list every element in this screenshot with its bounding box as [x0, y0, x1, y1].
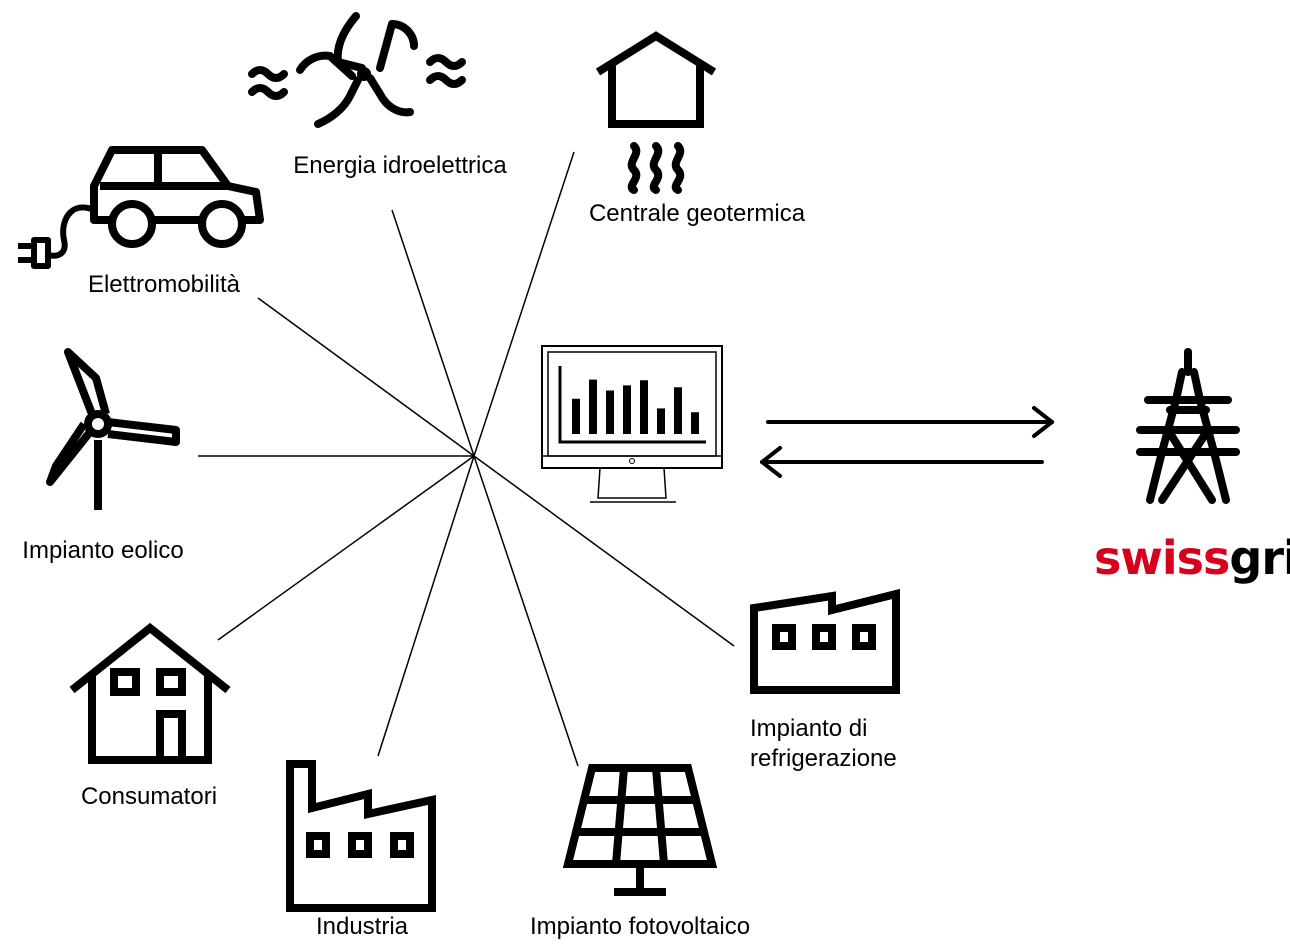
- label-wind: Impianto eolico: [22, 537, 184, 564]
- house-icon: [69, 622, 231, 764]
- monitor-bar: [606, 390, 614, 434]
- monitor-chart-icon: [541, 345, 723, 503]
- connector-solar: [473, 455, 579, 767]
- hydro-turbine-icon: [248, 12, 466, 128]
- label-consumers: Consumatori: [80, 783, 218, 810]
- monitor-bar: [640, 380, 648, 434]
- transmission-tower-icon: [1136, 348, 1240, 504]
- swissgrid-logo: swissgrid: [1094, 528, 1290, 588]
- monitor-bar: [657, 408, 665, 434]
- logo-part-swiss: swiss: [1094, 531, 1230, 585]
- cooling-plant-icon: [750, 588, 900, 694]
- label-hydro: Energia idroelettrica: [293, 152, 507, 179]
- arrow-to-grid: [766, 406, 1054, 438]
- arrow-from-grid: [760, 446, 1044, 478]
- monitor-bar: [589, 379, 597, 434]
- monitor-bar: [674, 387, 682, 434]
- monitor-bar: [623, 385, 631, 434]
- solar-panel-icon: [562, 764, 718, 896]
- label-solar: Impianto fotovoltaico: [529, 913, 751, 940]
- factory-icon: [286, 760, 436, 912]
- connector-industry: [377, 455, 475, 757]
- label-emobility: Elettromobilità: [87, 271, 241, 298]
- label-cooling-line1: Impianto di: [750, 715, 868, 742]
- monitor-bar: [691, 412, 699, 434]
- connector-cooling: [473, 455, 735, 647]
- connector-emobility: [257, 297, 475, 457]
- electric-car-icon: [18, 146, 264, 269]
- connector-lines: [198, 151, 735, 767]
- label-cooling-line2: refrigerazione: [750, 745, 897, 772]
- monitor-bar: [572, 398, 580, 434]
- logo-part-grid: grid: [1229, 531, 1290, 585]
- wind-turbine-icon: [46, 348, 180, 510]
- label-industry: Industria: [315, 913, 409, 940]
- geothermal-house-icon: [595, 31, 717, 194]
- monitor-bars: [572, 379, 699, 434]
- connector-consumers: [217, 455, 475, 641]
- connector-hydro: [391, 209, 475, 457]
- connector-geothermal: [473, 151, 575, 457]
- label-geothermal: Centrale geotermica: [588, 200, 806, 227]
